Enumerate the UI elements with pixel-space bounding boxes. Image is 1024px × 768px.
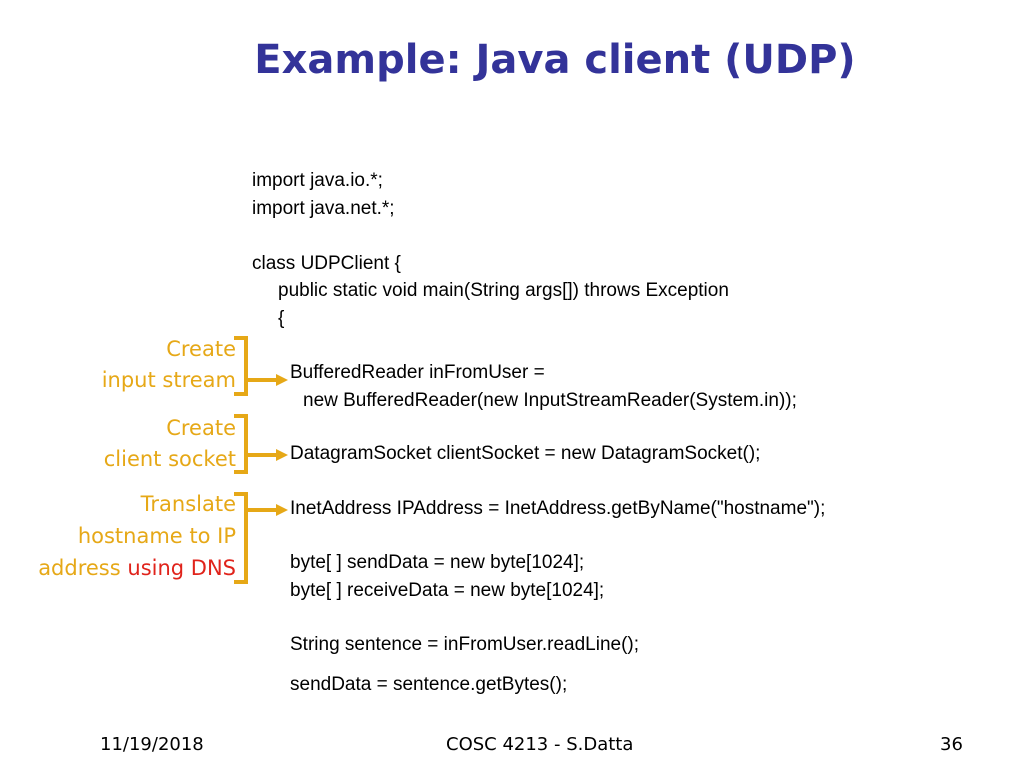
code-line-socket-decl: DatagramSocket clientSocket = new Datagr… bbox=[290, 443, 761, 464]
annotation-dns-line3-prefix: address bbox=[38, 556, 121, 580]
bracket-dns bbox=[234, 492, 248, 584]
annotation-dns-line2: hostname to IP bbox=[77, 524, 236, 548]
arrowhead-input-stream bbox=[276, 374, 288, 386]
slide-title: Example: Java client (UDP) bbox=[254, 37, 856, 83]
code-line-main-decl: public static void main(String args[]) t… bbox=[278, 280, 729, 301]
code-line-reader-decl: BufferedReader inFromUser = bbox=[290, 362, 545, 383]
code-line-address-decl: InetAddress IPAddress = InetAddress.getB… bbox=[290, 498, 826, 519]
annotation-input-stream-line1: Create bbox=[166, 337, 236, 361]
bracket-input-stream bbox=[234, 336, 248, 396]
code-line-send-buffer: byte[ ] sendData = new byte[1024]; bbox=[290, 552, 585, 573]
annotation-dns-line3-highlight: using DNS bbox=[127, 556, 236, 580]
annotation-client-socket-line2: client socket bbox=[103, 447, 236, 471]
code-line-receive-buffer: byte[ ] receiveData = new byte[1024]; bbox=[290, 580, 605, 601]
arrowhead-dns bbox=[276, 504, 288, 516]
arrowhead-client-socket bbox=[276, 449, 288, 461]
footer-date: 11/19/2018 bbox=[100, 734, 204, 755]
annotation-dns-line3: address using DNS bbox=[38, 555, 236, 581]
footer-page-number: 36 bbox=[940, 734, 963, 755]
code-line-reader-new: new BufferedReader(new InputStreamReader… bbox=[303, 390, 797, 411]
code-line-get-bytes: sendData = sentence.getBytes(); bbox=[290, 674, 568, 695]
annotation-input-stream-line2: input stream bbox=[101, 368, 236, 392]
code-line-import-io: import java.io.*; bbox=[252, 170, 383, 191]
code-line-import-net: import java.net.*; bbox=[252, 198, 395, 219]
bracket-client-socket bbox=[234, 414, 248, 474]
code-line-class-decl: class UDPClient { bbox=[252, 253, 401, 274]
annotation-client-socket-line1: Create bbox=[166, 416, 236, 440]
code-line-open-brace: { bbox=[278, 308, 285, 329]
code-line-read-line: String sentence = inFromUser.readLine(); bbox=[290, 634, 640, 655]
annotation-dns-line1: Translate bbox=[140, 492, 236, 516]
footer-course: COSC 4213 - S.Datta bbox=[446, 734, 634, 755]
